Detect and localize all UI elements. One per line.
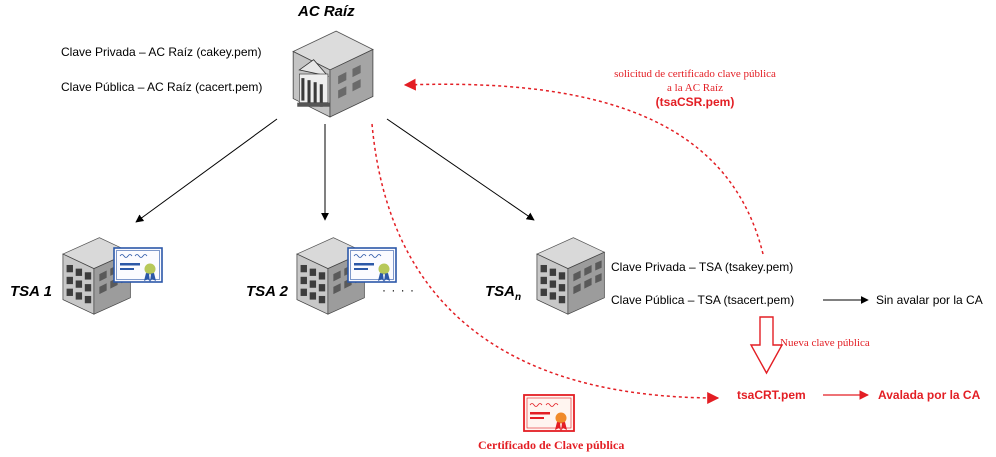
root-ca-building-icon (292, 30, 374, 118)
ellipsis: · · · · (382, 283, 415, 297)
certificate-curve-arrow (371, 123, 720, 404)
arrow-root-to-tsan (386, 118, 535, 221)
request-line-1: solicitud de certificado clave pública (614, 68, 776, 80)
arrow-root-to-tsa1 (135, 118, 278, 223)
tsan-label-text: TSA (485, 283, 515, 300)
new-public-key-label: Nueva clave pública (780, 337, 870, 349)
unendorsed-label: Sin avalar por la CA (876, 293, 983, 307)
tsan-building-icon (536, 237, 605, 315)
root-private-key-label: Clave Privada – AC Raíz (cakey.pem) (61, 45, 262, 59)
request-note: solicitud de certificado clave pública a… (600, 67, 790, 109)
root-ca-title: AC Raíz (298, 3, 355, 20)
tsa2-label: TSA 2 (246, 283, 288, 300)
request-curve-arrow (403, 78, 764, 255)
tsa-private-key-label: Clave Privada – TSA (tsakey.pem) (611, 260, 794, 274)
tsa-public-key-label: Clave Pública – TSA (tsacert.pem) (611, 293, 795, 307)
tsa1-certificate-icon (113, 247, 163, 283)
hollow-down-arrow-icon (749, 316, 784, 375)
tsan-label-subscript: n (515, 292, 522, 303)
tsa-crt-label: tsaCRT.pem (737, 388, 806, 402)
public-key-certificate-icon (523, 394, 575, 432)
certificate-caption: Certificado de Clave pública (478, 438, 625, 452)
tsan-label: TSAn (485, 283, 522, 305)
tsa2-certificate-icon (347, 247, 397, 283)
request-file: (tsaCSR.pem) (655, 95, 735, 109)
request-line-2: a la AC Raíz (667, 82, 723, 94)
tsa1-label: TSA 1 (10, 283, 52, 300)
endorsed-label: Avalada por la CA (878, 388, 981, 402)
root-public-key-label: Clave Pública – AC Raíz (cacert.pem) (61, 80, 263, 94)
